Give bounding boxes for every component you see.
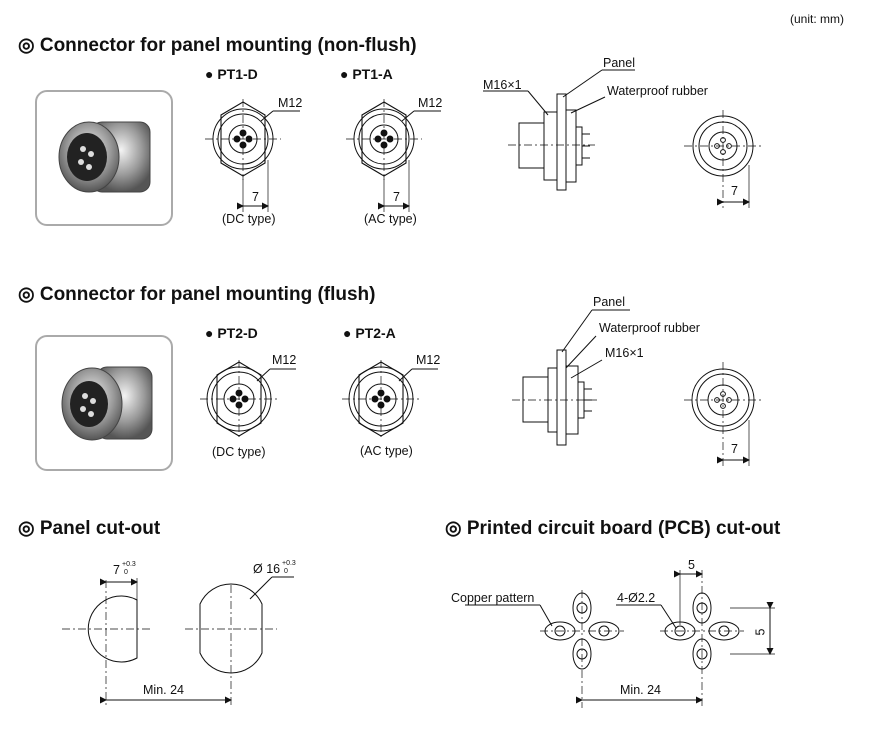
model-pt2-a: ● PT2-A (343, 325, 396, 341)
model-pt1-a: ● PT1-A (340, 66, 393, 82)
pt1-d-dim-label: 7 (252, 190, 259, 204)
panel-cutout-width-label: 7 (113, 563, 120, 577)
pt1-a-type-label: (AC type) (364, 212, 417, 226)
pt1-rear-dim-label: 7 (731, 184, 738, 198)
pt2-rubber-label: Waterproof rubber (599, 321, 700, 335)
pt2-d-thread-label: M12 (272, 353, 297, 367)
panel-cutout-drawing (62, 576, 294, 708)
pcb-cutout-drawing (465, 570, 775, 708)
model-pt2-d: ● PT2-D (205, 325, 258, 341)
pt1-d-front-view (205, 99, 300, 212)
panel-cutout-dia-label: Ø 16 (253, 562, 281, 576)
pcb-copper-label: Copper pattern (451, 591, 535, 605)
pt1-rubber-label: Waterproof rubber (607, 84, 708, 98)
pt1-side-view (483, 69, 635, 191)
pcb-holes-label: 4-Ø2.2 (617, 591, 656, 605)
pt1-connector-photo (35, 90, 173, 226)
section-title-pcb-cutout: ◎ Printed circuit board (PCB) cut-out (445, 518, 781, 539)
pt2-rear-view (684, 362, 762, 466)
pt2-panel-label: Panel (593, 295, 625, 309)
pt1-a-front-view (346, 99, 441, 212)
pcb-spacing-label: Min. 24 (620, 683, 661, 697)
pt2-side-thread-label: M16×1 (605, 346, 644, 360)
pt2-rear-dim-label: 7 (731, 442, 738, 456)
panel-cutout-dia-tol-lower: 0 (284, 568, 288, 575)
pt1-side-thread-label: M16×1 (483, 78, 522, 92)
pcb-pitch-v-label: 5 (753, 628, 768, 636)
pt2-connector-photo (35, 335, 173, 471)
pt1-d-type-label: (DC type) (222, 212, 276, 226)
pt1-rear-view (684, 110, 762, 208)
panel-cutout-dia-tol-upper: +0.3 (282, 560, 296, 567)
pt1-a-dim-label: 7 (393, 190, 400, 204)
pt1-d-thread-label: M12 (278, 96, 303, 110)
pt1-panel-label: Panel (603, 56, 635, 70)
section-title-non-flush: ◎ Connector for panel mounting (non-flus… (18, 35, 417, 56)
pt2-a-type-label: (AC type) (360, 444, 413, 458)
pt2-d-type-label: (DC type) (212, 445, 266, 459)
pt1-a-thread-label: M12 (418, 96, 443, 110)
section-title-panel-cutout: ◎ Panel cut-out (18, 518, 161, 539)
section-title-flush: ◎ Connector for panel mounting (flush) (18, 284, 376, 305)
panel-cutout-spacing-label: Min. 24 (143, 683, 184, 697)
model-pt1-d: ● PT1-D (205, 66, 258, 82)
panel-cutout-width-tol-upper: +0.3 (122, 561, 136, 568)
unit-note: (unit: mm) (790, 12, 844, 26)
panel-cutout-width-tol-lower: 0 (124, 569, 128, 576)
pt2-side-view (512, 309, 630, 446)
pt2-d-front-view (200, 360, 296, 440)
pt2-a-front-view (342, 360, 438, 440)
pcb-pitch-h-label: 5 (688, 558, 695, 572)
pt2-a-thread-label: M12 (416, 353, 441, 367)
